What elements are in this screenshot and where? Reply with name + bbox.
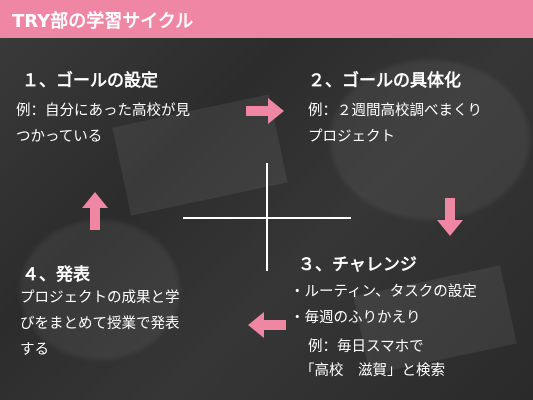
- step3-bullet: ・ルーティン、タスクの設定: [290, 284, 477, 300]
- step4-heading: ４、発表: [22, 265, 90, 285]
- step4-text: プロジェクトの成果と学 びをまとめて授業で発表 する: [20, 285, 180, 363]
- step1-line: 例：自分にあった高校が見: [16, 103, 190, 119]
- step2-heading: ２、ゴールの具体化: [308, 71, 461, 91]
- step4-line: する: [20, 342, 49, 358]
- step3-example: 例：毎日スマホで 「高校 滋賀」と検索: [300, 335, 445, 383]
- step3-bullet: ・毎週のふりかえり: [290, 310, 421, 326]
- step3-example-line: 例：毎日スマホで: [308, 339, 424, 355]
- step3-example-line: 「高校 滋賀」と検索: [300, 363, 445, 379]
- step1-text: 例：自分にあった高校が見 つかっている: [16, 98, 190, 150]
- step1-heading: １、ゴールの設定: [22, 71, 158, 91]
- step1-line: つかっている: [16, 129, 103, 145]
- step2-line: 例：２週間高校調べまくり: [308, 103, 482, 119]
- arrow-down-icon: [437, 198, 463, 236]
- step4-line: びをまとめて授業で発表: [20, 316, 180, 332]
- cross-vertical-line: [266, 163, 268, 271]
- title-bar: TRY部の学習サイクル: [0, 0, 533, 38]
- arrow-right-icon: [246, 98, 284, 124]
- background-photo-shape: [330, 60, 530, 220]
- step3-heading: ３、チャレンジ: [298, 255, 417, 275]
- background-photo-shape: [20, 220, 180, 360]
- step4-line: プロジェクトの成果と学: [20, 290, 180, 306]
- arrow-left-icon: [248, 312, 286, 338]
- slide-title: TRY部の学習サイクル: [12, 11, 194, 32]
- step3-bullets: ・ルーティン、タスクの設定 ・毎週のふりかえり: [290, 279, 477, 331]
- arrow-up-icon: [82, 192, 108, 230]
- step2-text: 例：２週間高校調べまくり プロジェクト: [308, 98, 482, 150]
- step2-line: プロジェクト: [308, 129, 395, 145]
